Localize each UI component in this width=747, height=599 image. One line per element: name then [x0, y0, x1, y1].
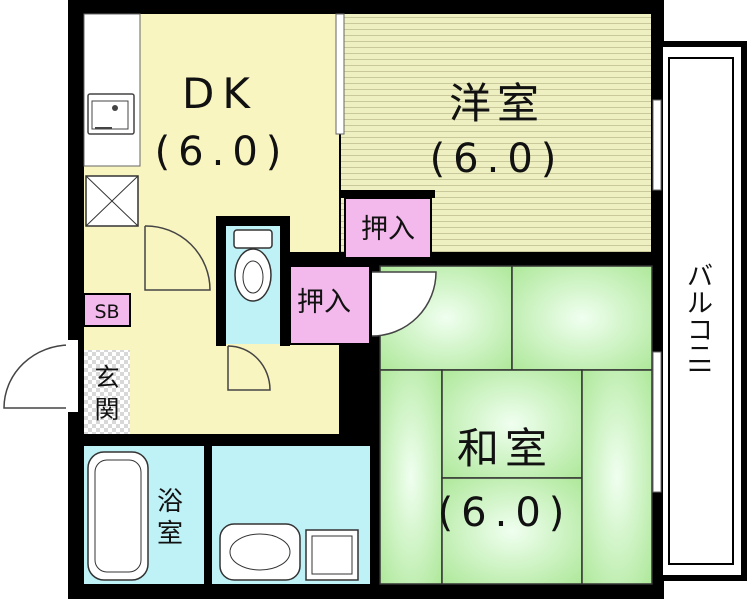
window — [652, 99, 662, 191]
window — [652, 351, 662, 493]
entrance-label-2: 関 — [94, 395, 119, 424]
closet-mid — [289, 265, 371, 345]
balcony-label-4: ニ — [687, 341, 713, 371]
kitchen-counter — [83, 13, 141, 167]
inner-wall — [280, 252, 655, 266]
closet-top-label: 押入 — [361, 214, 415, 245]
inner-wall — [216, 216, 226, 346]
entrance-label-1: 玄 — [94, 363, 119, 392]
door-swing — [227, 345, 271, 391]
western-room-name: 洋室 — [449, 79, 545, 128]
bath-label-1: 浴 — [157, 487, 183, 517]
inner-wall — [78, 434, 378, 446]
shoebox-label: SB — [94, 301, 119, 323]
door-swing — [371, 271, 437, 337]
bath-label-2: 室 — [157, 519, 183, 549]
balcony-label-1: バ — [687, 262, 713, 292]
tatami-mat — [581, 369, 653, 585]
entry-door — [3, 344, 71, 409]
balcony-label-3: コ — [687, 316, 713, 346]
dk-room-size: (6.0) — [155, 129, 290, 175]
closet-top — [344, 197, 432, 259]
japanese-room-name: 和室 — [457, 424, 553, 473]
inner-wall — [370, 258, 380, 592]
entrance-floor — [84, 350, 130, 434]
inner-wall — [204, 446, 212, 584]
tatami-mat — [511, 265, 653, 371]
shoebox — [83, 293, 131, 327]
japanese-room-size: (6.0) — [438, 490, 573, 536]
door-swing — [144, 225, 211, 291]
sliding-door — [335, 13, 345, 135]
closet-mid-label: 押入 — [297, 287, 351, 318]
western-room-size: (6.0) — [430, 136, 565, 182]
balcony-label-2: ル — [687, 289, 713, 319]
toilet-tank-icon — [233, 229, 273, 249]
inner-wall — [216, 216, 288, 226]
inner-wall — [339, 190, 435, 198]
svg-text:ー: ー — [687, 357, 713, 387]
inner-wall — [280, 216, 290, 346]
dk-room-name: DK — [182, 69, 258, 118]
tatami-mat — [379, 369, 443, 585]
